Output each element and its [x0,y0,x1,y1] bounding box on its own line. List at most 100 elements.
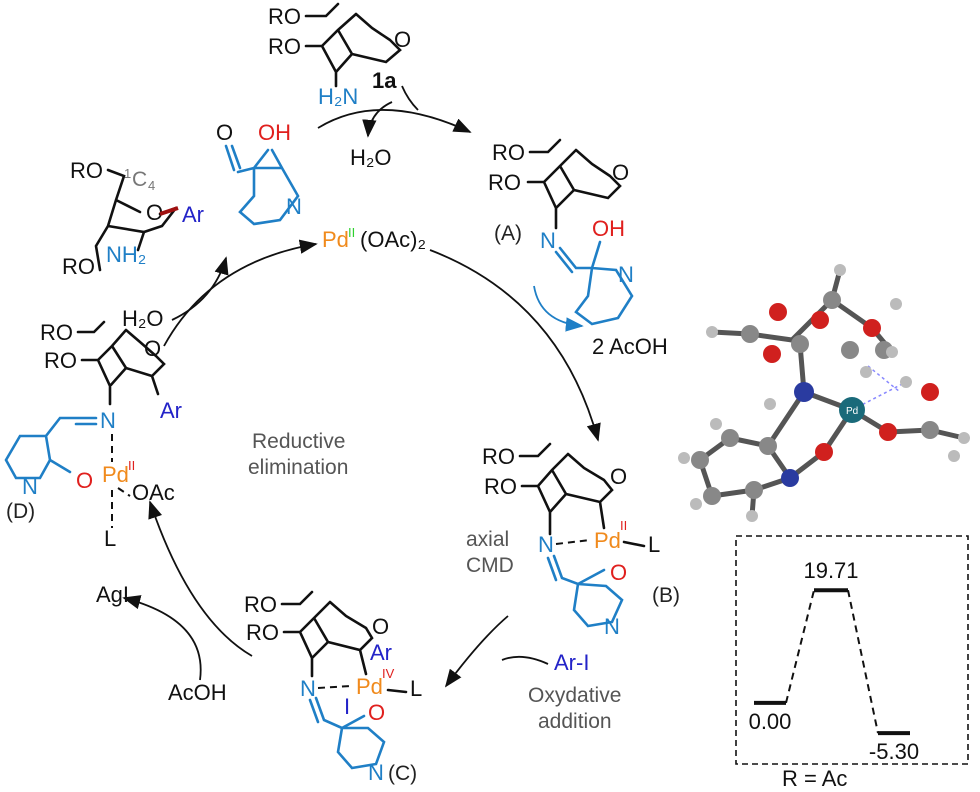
ox-state-IV: IV [382,666,395,681]
dft-3d-model: Pd [678,264,970,522]
atom-ro: RO [488,170,521,195]
arrow-h2o-out [362,101,393,138]
atom-pd: Pd [356,674,383,699]
energy-caption: R = Ac [782,766,847,791]
pyridine-aldehyde: O OH N [216,120,302,226]
reagent-agi: AgI [96,582,129,607]
atom-oac: OAc [132,480,175,505]
compound-1a: RO RO O H₂N 1a [268,2,411,109]
arrow-condensation [317,109,472,133]
atom-i: I [344,694,350,719]
bond-ar-highlight [159,206,179,216]
reagent-h2o-top: H₂O [350,145,392,170]
atom-o: O [610,464,627,489]
atom-n: N [286,194,302,219]
intermediate-C: RO RO O Ar N Pd IV L I O N (C) [244,590,422,785]
ox-state-II: II [620,518,627,533]
label-B: (B) [652,584,680,607]
atom-n: N [540,228,556,253]
energy-label-2: -5.30 [869,739,919,764]
energy-connector-1 [847,590,879,734]
atom-ro: RO [268,4,301,29]
arrow-to-C [444,615,509,688]
atom-o: O [394,27,411,52]
atom-l: L [648,532,660,557]
atom-pd: Pd [594,528,621,553]
atom-o: O [368,700,385,725]
atom-o: O [216,120,233,145]
step-oxadd-1: Oxydative [528,684,621,707]
step-cmd-2: CMD [466,554,514,577]
atom-ro: RO [62,254,95,279]
atom-n: N [100,408,116,433]
intermediate-B: RO RO O N Pd II L O N (B) [482,442,680,639]
arrow-to-B [429,249,601,442]
atom-ro: RO [246,620,279,645]
arrow-to-D [148,500,253,657]
catalyst-pd-oac2: Pd II (OAc)₂ [322,225,426,252]
atom-ar: Ar [182,202,204,227]
atom-ro: RO [70,158,103,183]
step-reductive-elimination-1: Reductive [252,430,345,453]
step-oxadd-2: addition [538,710,612,733]
chair-sup: 1 [124,166,131,181]
atom-ar: Ar [370,640,392,665]
pd-atom-label: Pd [846,406,858,417]
energy-label-0: 0.00 [749,709,792,734]
atom-ro: RO [244,592,277,617]
atom-ro: RO [482,444,515,469]
energy-diagram: R = Ac 0.00 19.71 -5.30 [735,535,969,791]
atom-n: N [22,474,38,499]
label-C: (C) [388,762,417,785]
chair-sub: 4 [148,178,155,193]
reagent-h2o-left: H₂O [122,306,164,331]
ox-state-II: II [128,458,135,473]
atom-ro: RO [44,348,77,373]
arrow-acoh-release [533,285,584,332]
chair-label-C: C [132,168,147,191]
label-D: (D) [6,500,35,523]
reagent-ar-i: Ar-I [554,650,589,675]
energy-box [735,535,969,765]
product-1C4: RO C 1 4 O Ar RO NH₂ [62,158,204,279]
atom-n: N [538,532,554,557]
atom-ar: Ar [160,398,182,423]
atom-o: O [372,614,389,639]
atom-ro: RO [40,320,73,345]
reagent-2acoh: 2 AcOH [592,334,668,359]
atom-ro: RO [492,140,525,165]
arrow-to-product [171,256,229,321]
compound-label-1a: 1a [372,68,397,93]
arrow-1a-in [401,85,419,111]
atom-o: O [144,336,161,361]
arrow-ar-i-in [501,655,549,665]
arrow-agi-out [122,595,202,681]
atom-l: L [104,526,116,551]
catalyst-ox-state: II [348,225,355,240]
energy-connector-0 [785,589,815,704]
atom-oh: OH [592,216,625,241]
atom-oh: OH [258,120,291,145]
atom-ro: RO [484,474,517,499]
reagent-acoh-bottom: AcOH [168,680,227,705]
atom-l: L [410,676,422,701]
atom-o: O [146,200,163,225]
atom-n: N [368,760,384,785]
atom-n: N [618,262,634,287]
atom-n: N [604,614,620,639]
atom-h2n: H₂N [318,84,358,109]
label-A: (A) [494,222,522,245]
atom-o: O [612,160,629,185]
catalyst-pd: Pd [322,227,349,252]
energy-label-1: 19.71 [803,558,858,583]
imine-A: RO RO O N OH N (A) [488,138,634,326]
step-reductive-elimination-2: elimination [248,456,348,479]
atom-o: O [610,560,627,585]
arrow-to-pd [163,239,318,347]
intermediate-D: RO RO O Ar N O N Pd II OAc L (D) [4,320,182,551]
atom-pd: Pd [102,462,129,487]
step-cmd-1: axial [466,528,509,551]
atom-o: O [76,468,93,493]
catalyst-ligand: (OAc)₂ [360,227,426,252]
